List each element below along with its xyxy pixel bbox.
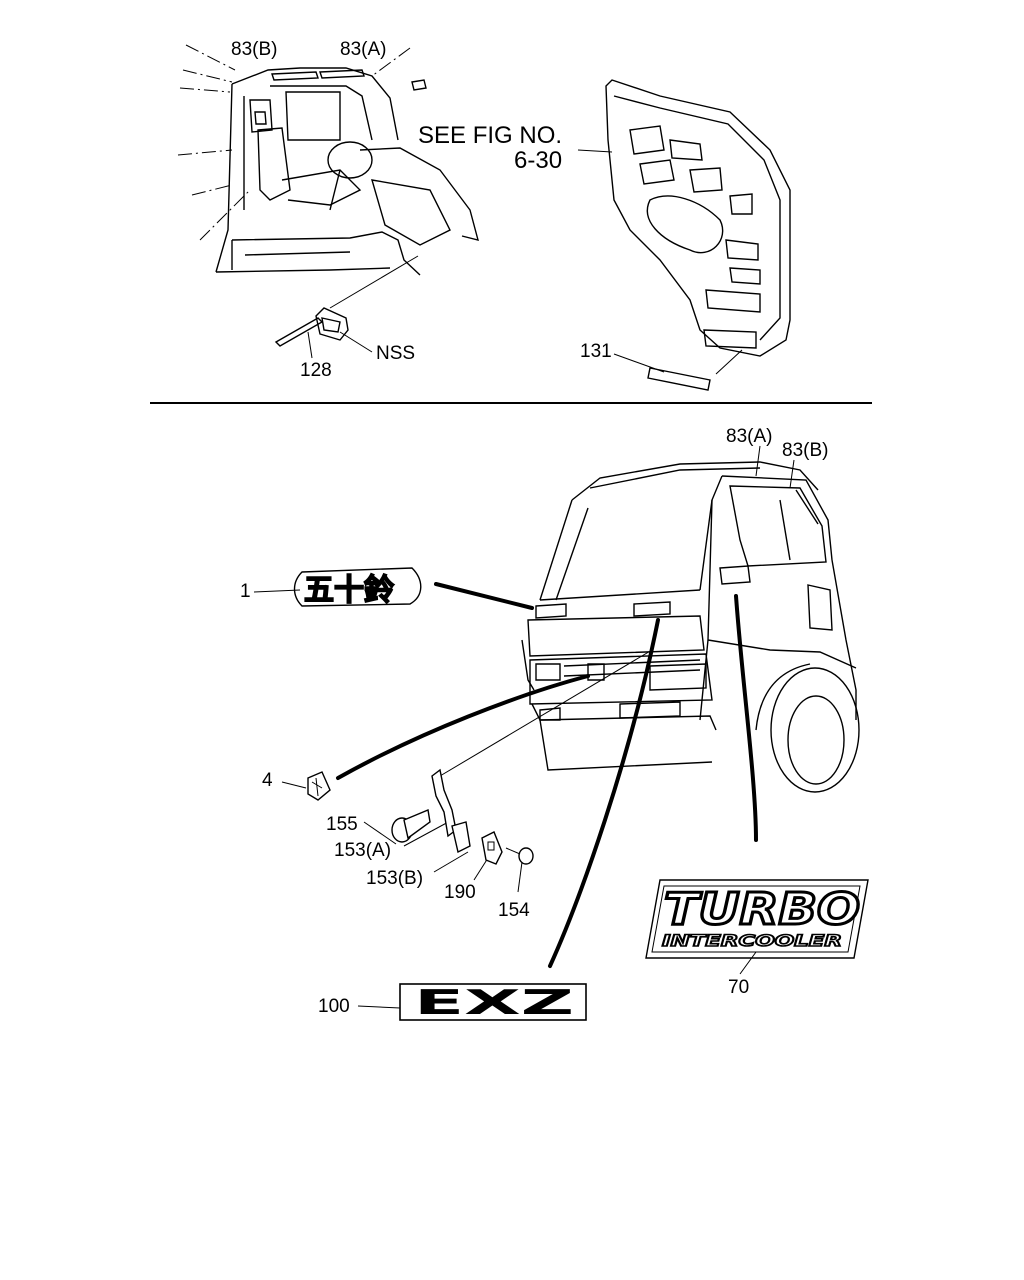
cab-interior-illustration — [177, 44, 479, 359]
leader-emblem-1 — [434, 582, 534, 610]
callout-70: 70 — [728, 977, 749, 998]
see-fig-reference-line1: SEE FIG NO. — [418, 122, 562, 149]
callout-155: 155 — [326, 814, 358, 835]
part-154-screw — [505, 847, 534, 865]
callout-190: 190 — [444, 882, 476, 903]
see-fig-reference-line2: 6-30 — [514, 147, 562, 174]
callout-153b: 153(B) — [366, 868, 423, 889]
emblem-exz-text: EXZ — [414, 983, 574, 1023]
leader-emblem-70 — [734, 594, 758, 842]
callout-128: 128 — [300, 360, 332, 381]
callout-154: 154 — [498, 900, 530, 921]
part-4-clip — [307, 771, 331, 801]
callout-153a: 153(A) — [334, 840, 391, 861]
callout-100: 100 — [318, 996, 350, 1017]
part-153-bracket — [431, 768, 471, 854]
part-155-bolt — [391, 809, 431, 843]
leader-part-4 — [336, 674, 590, 780]
callout-83b: 83(B) — [782, 440, 828, 461]
callout-nss: NSS — [376, 343, 415, 364]
part-190-spacer — [481, 831, 503, 865]
emblem-turbo-text: TURBO — [664, 884, 860, 935]
door-panel-illustration — [577, 79, 791, 391]
callout-83a: 83(A) — [726, 426, 772, 447]
emblem-exz: EXZ — [399, 983, 587, 1023]
callout-83b-top: 83(B) — [231, 39, 277, 60]
callout-131: 131 — [580, 341, 612, 362]
truck-cab-illustration — [521, 461, 860, 793]
leader-emblem-100 — [548, 618, 660, 968]
callout-4: 4 — [262, 770, 273, 791]
callout-1: 1 — [240, 581, 251, 602]
emblem-turbo-intercooler: TURBO INTERCOOLER — [645, 879, 869, 959]
leader-bracket-153 — [439, 649, 653, 777]
emblem-isuzu-kanji-text: 五十鈴 — [304, 573, 395, 608]
emblem-intercooler-text: INTERCOOLER — [662, 931, 842, 950]
callout-83a-top: 83(A) — [340, 39, 386, 60]
emblem-isuzu-kanji: 五十鈴 — [293, 567, 422, 609]
